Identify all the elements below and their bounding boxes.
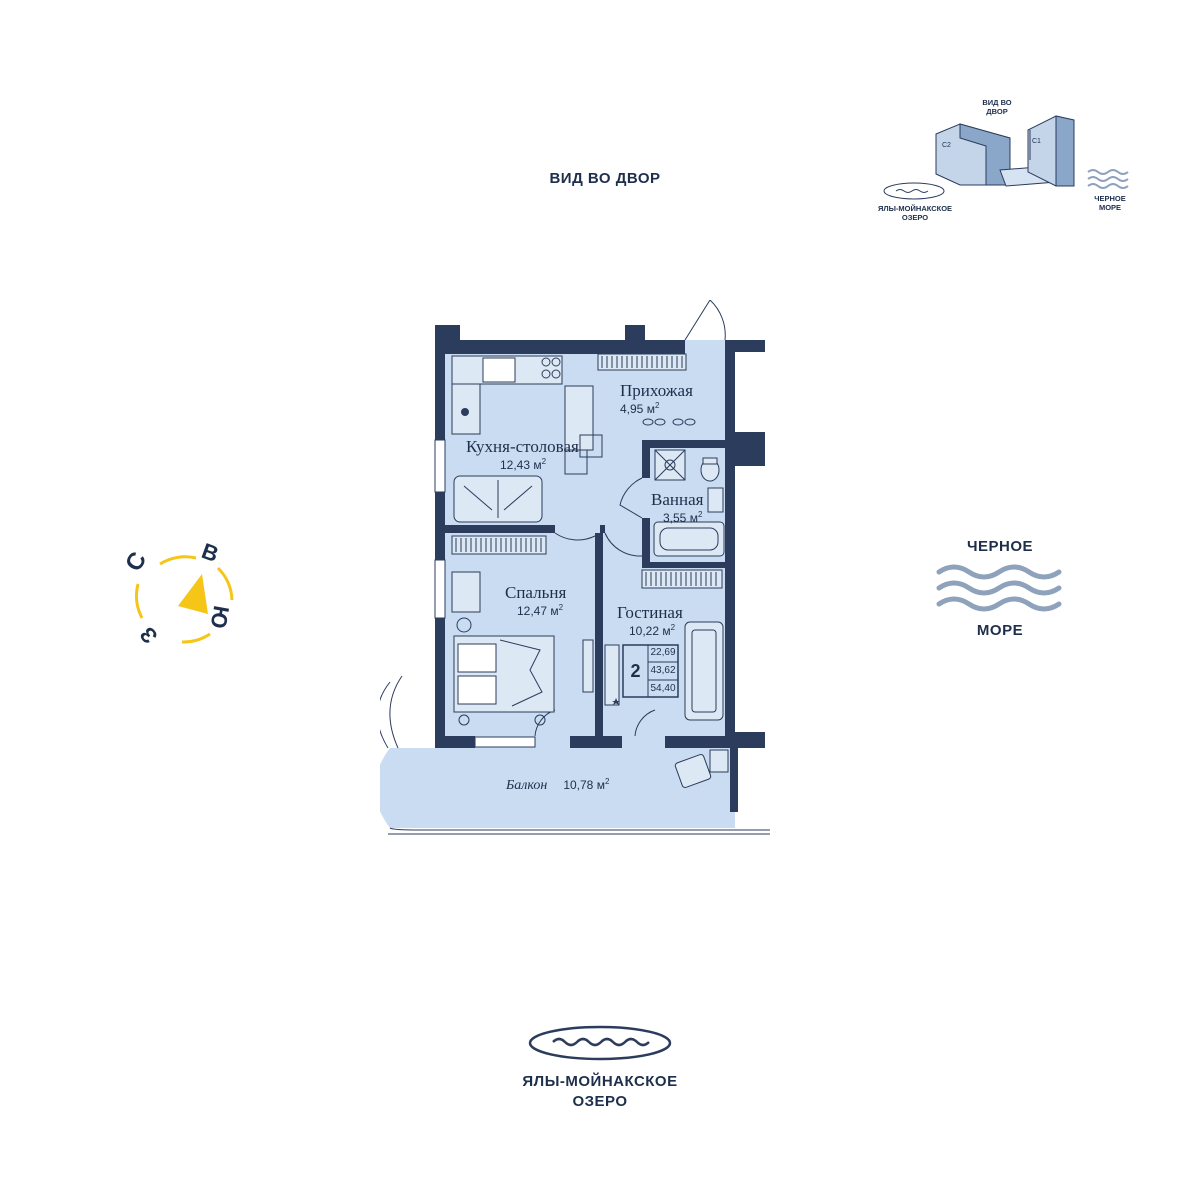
room-bathroom: Ванная 3,55 м2 xyxy=(651,490,704,525)
room-living: Гостиная 10,22 м2 xyxy=(617,603,683,638)
apartment-living-area: 22,69 xyxy=(650,647,676,658)
sea-label-bottom: МОРЕ xyxy=(976,622,1024,639)
minimap-view-label: ВИД ВО ДВОР xyxy=(982,98,1012,116)
lake-label: ЯЛЫ-МОЙНАКСКОЕ ОЗЕРО xyxy=(522,1073,678,1110)
minimap-lake-label: ЯЛЫ-МОЙНАКСКОЕ ОЗЕРО xyxy=(877,204,953,222)
apartment-rooms-count: 2 xyxy=(630,660,641,681)
room-kitchen: Кухня-столовая 12,43 м2 xyxy=(466,437,579,472)
sea-waves-icon xyxy=(936,564,1062,612)
compass-ring-icon xyxy=(135,555,234,644)
minimap-block-c1: С1 xyxy=(1032,138,1041,145)
minimap-sea-label: ЧЕРНОЕ МОРЕ xyxy=(1094,194,1126,212)
lake-icon xyxy=(528,1025,672,1061)
compass: С В Ю З xyxy=(120,530,250,660)
compass-south: Ю xyxy=(205,603,235,631)
sea-label-top: ЧЕРНОЕ xyxy=(966,538,1034,555)
apartment-total-area: 43,62 xyxy=(650,665,676,676)
room-balcony: Балкон 10,78 м2 xyxy=(506,777,610,793)
view-courtyard-label: ВИД ВО ДВОР xyxy=(549,170,661,187)
location-minimap: ВИД ВО ДВОР С2 С1 ЯЛЫ-МОЙНАКСКОЕ ОЗЕРО Ч… xyxy=(860,90,1160,240)
room-hallway: Прихожая 4,95 м2 xyxy=(620,381,693,416)
floor-plan xyxy=(380,300,770,835)
room-bedroom: Спальня 12,47 м2 xyxy=(505,583,567,618)
minimap-buildings-icon xyxy=(883,115,1129,200)
apartment-area-with-balcony: 54,40 xyxy=(650,683,676,694)
minimap-block-c2: С2 xyxy=(942,142,951,149)
